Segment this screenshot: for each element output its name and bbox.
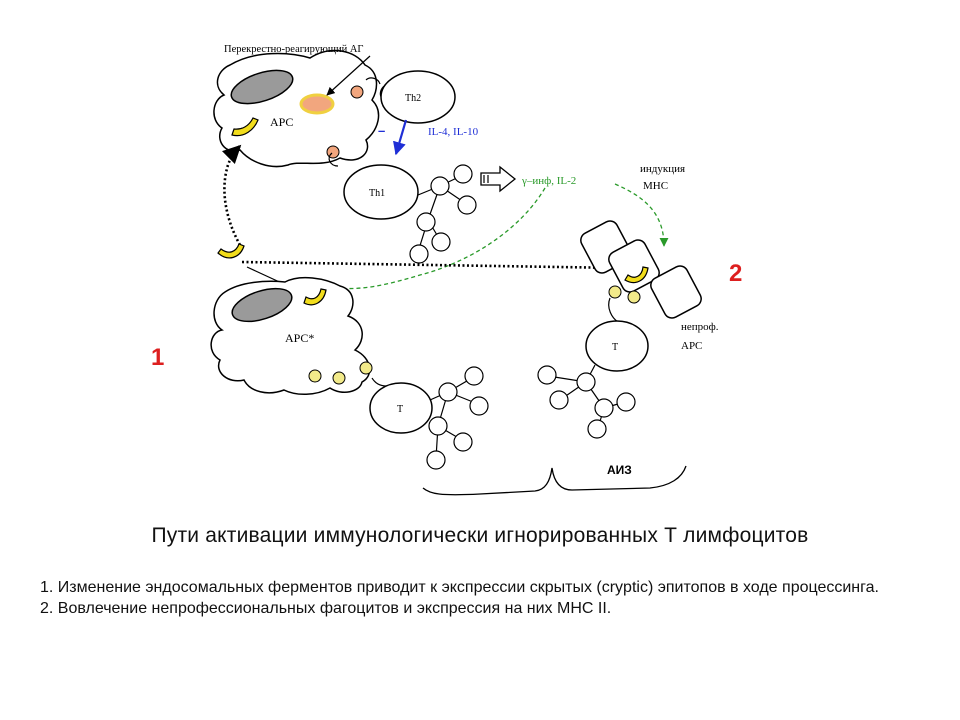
cross-reactive-ag-label: Перекрестно-реагирующий АГ <box>224 44 363 55</box>
aiz-brace <box>422 465 687 496</box>
nonprof-label-2: APC <box>681 340 702 352</box>
th1-body <box>343 164 419 220</box>
nonprof-mhc-dot-2 <box>627 290 641 304</box>
apc-cell-membrane <box>213 49 380 168</box>
nonprof-antigen-fragment <box>624 266 649 284</box>
th2-cell: Th2 <box>365 70 456 124</box>
th1-clone-6 <box>431 232 451 252</box>
mhc-induction-arrow <box>614 183 669 247</box>
t-cell-right: T <box>537 297 649 439</box>
th1-clone-tree <box>409 164 477 264</box>
apc-label: APC <box>270 115 293 129</box>
il-inhibition-arrow <box>393 119 408 156</box>
t-cell-left-body <box>369 382 433 434</box>
apc-nucleus <box>230 69 294 105</box>
th1-clone-3 <box>457 195 477 215</box>
cytokine-release-arrow <box>480 165 517 193</box>
apc-star-label: APC* <box>285 331 314 345</box>
apc-mhc-dot-lower <box>326 145 340 159</box>
th2-receptor <box>365 77 381 85</box>
nonprof-cell-3 <box>650 265 702 319</box>
t-cell-right-label: T <box>612 342 618 353</box>
marker-1: 1 <box>151 344 164 371</box>
dotted-horizontal-path <box>241 260 623 270</box>
apc-star-cell: APC* <box>210 276 373 395</box>
t-cell-left-label: T <box>397 404 403 415</box>
nonprof-apc-cluster <box>580 220 702 319</box>
mhc-induction-label-1: индукция <box>640 163 685 175</box>
notes-block: 1. Изменение эндосомальных ферментов при… <box>40 577 945 619</box>
th1-clone-4 <box>416 212 436 232</box>
apc-star-mhc-dot-3 <box>359 361 373 375</box>
t-cell-right-body <box>585 320 649 372</box>
slide-caption: Пути активации иммунологически игнориров… <box>151 524 809 547</box>
th2-body <box>380 70 456 124</box>
apc-antigen-fragment <box>231 117 259 137</box>
note-1: 1. Изменение эндосомальных ферментов при… <box>40 579 879 596</box>
apc-star-antigen-fragment <box>303 288 327 306</box>
th1-receptor <box>328 152 339 167</box>
gamma-inf-dashed-path <box>329 187 546 290</box>
cross-reactive-arrow <box>326 55 371 96</box>
dotted-return-path <box>221 144 242 246</box>
mhc-induction-label-2: МНС <box>643 180 668 192</box>
apc-star-mhc-dot-1 <box>308 369 322 383</box>
nonprof-label-1: непроф. <box>681 321 719 333</box>
aiz-label: АИЗ <box>607 463 632 477</box>
t-cell-left-clone-tree <box>426 366 489 470</box>
apc-star-mhc-dot-2 <box>332 371 346 385</box>
immune-activation-diagram: APC Перекрестно-реагирующий АГ Th2 – IL-… <box>151 44 742 496</box>
il-label: IL-4, IL-10 <box>428 126 479 138</box>
gamma-inf-label: γ–инф, IL-2 <box>521 175 576 187</box>
minus-sign: – <box>378 123 385 138</box>
note-2: 2. Вовлечение непрофессиональных фагоцит… <box>40 600 612 617</box>
nonprof-mhc-dot-1 <box>608 285 622 299</box>
th1-clone-5 <box>409 244 429 264</box>
th1-cell: Th1 <box>328 152 477 264</box>
t-cell-left: T <box>369 366 489 470</box>
th1-label: Th1 <box>369 188 385 199</box>
th1-clone-1 <box>430 176 450 196</box>
apc-mhc-dot-upper <box>350 85 364 99</box>
apc-star-nucleus <box>231 287 293 323</box>
th1-clone-2 <box>453 164 473 184</box>
nonprof-cell-2 <box>608 239 660 293</box>
apc-cell: APC <box>213 49 380 168</box>
marker-2: 2 <box>729 260 742 287</box>
free-antigen-fragment <box>217 243 245 259</box>
cross-reactive-ag-vesicle <box>299 93 335 115</box>
th2-label: Th2 <box>405 93 421 104</box>
t-cell-right-clone-tree <box>537 364 636 439</box>
